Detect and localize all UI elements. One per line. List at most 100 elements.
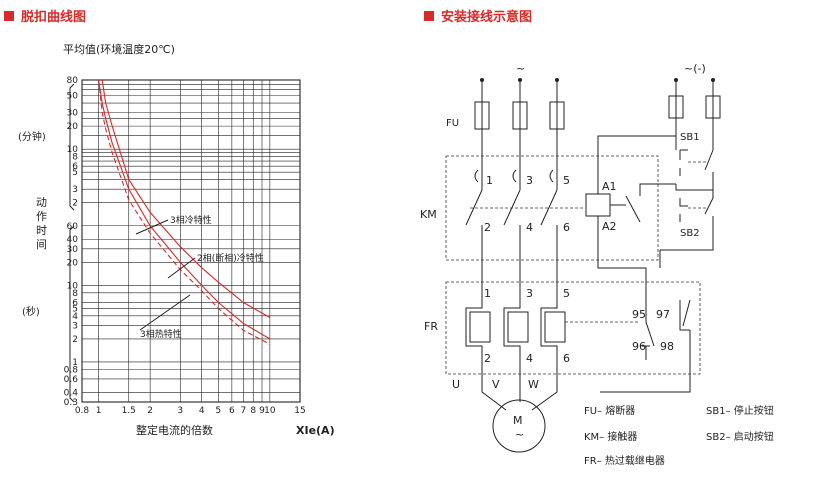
vertical-grid <box>81 80 301 402</box>
curve-series-3 <box>98 79 271 345</box>
y-tick-label-sec: 20 <box>67 258 79 268</box>
y-axis-label: 动 作 时 间 <box>36 196 47 251</box>
x-tick-label: 5 <box>215 406 221 416</box>
y-tick-label-min: 80 <box>67 76 79 86</box>
label-95: 95 <box>632 308 646 321</box>
x-tick-label: 4 <box>199 406 205 416</box>
km-main-contacts <box>465 129 584 300</box>
label-97: 97 <box>656 308 670 321</box>
x-tick-label: 3 <box>177 406 183 416</box>
label-a1: A1 <box>602 180 617 193</box>
km-aux-contact <box>610 183 676 223</box>
legend-sb1: SB1– 停止按钮 <box>706 404 774 417</box>
label-cold2: 2相(断相)冷特性 <box>197 252 264 264</box>
y-tick-label-min: 20 <box>67 122 79 132</box>
chart-subtitle: 平均值(环境温度20℃) <box>63 42 175 56</box>
x-tick-label: 15 <box>294 406 305 416</box>
leader-cold3 <box>135 219 169 235</box>
fr-t5: 5 <box>563 287 570 300</box>
x-axis-label: 整定电流的倍数 <box>136 423 213 437</box>
y-tick-label-sec: 10 <box>67 281 79 291</box>
title-marker-right <box>424 11 434 21</box>
fuses <box>474 80 721 130</box>
title-marker-left <box>4 11 14 21</box>
x-axis-unit: XIe(A) <box>296 424 335 437</box>
y-tick-label-sec: 4 <box>72 312 78 322</box>
legend-fr: FR– 热过载继电器 <box>584 454 665 467</box>
y-tick-label-sec: 3 <box>72 321 78 331</box>
left-title: 脱扣曲线图 <box>21 9 86 25</box>
leader-hot3 <box>139 294 191 331</box>
x-tick-label: 9 <box>259 406 265 416</box>
label-96: 96 <box>632 340 646 353</box>
leader-cold2 <box>167 257 196 279</box>
y-tick-label-sec: 5 <box>72 304 78 314</box>
fr-t4: 4 <box>526 352 533 365</box>
km-t3: 3 <box>526 174 533 187</box>
fr-heaters <box>465 300 640 354</box>
curve-series-1 <box>101 79 271 318</box>
fr-t2: 2 <box>484 352 491 365</box>
label-sb2: SB2 <box>680 228 700 239</box>
motor <box>492 399 546 453</box>
label-cold3: 3相冷特性 <box>170 214 212 226</box>
label-km: KM <box>420 208 437 221</box>
dc-symbol: ~(-) <box>684 62 706 75</box>
supply-terminals <box>480 78 715 82</box>
x-tick-label: 2 <box>147 406 153 416</box>
ylabel-char-3: 时 <box>36 224 47 237</box>
label-fu: FU <box>446 118 459 129</box>
y-tick-label-min: 6 <box>72 162 78 172</box>
ylabel-char-2: 作 <box>36 210 47 223</box>
x-tick-label: 1.5 <box>122 406 136 416</box>
label-u: U <box>452 378 460 391</box>
y-tick-label-sec: 6 <box>72 298 78 308</box>
unit-minutes: (分钟) <box>18 130 46 143</box>
unit-seconds: (秒) <box>22 305 40 318</box>
y-tick-label-sec: 30 <box>67 245 79 255</box>
y-tick-label-min: 5 <box>72 168 78 178</box>
right-title: 安装接线示意图 <box>441 9 532 25</box>
control-wiring <box>597 118 714 393</box>
x-tick-label: 7 <box>240 406 246 416</box>
y-tick-label-sec: 2 <box>72 335 78 345</box>
y-tick-label-sec: 0.8 <box>64 365 79 375</box>
curves <box>98 79 271 345</box>
x-tick-label: 8 <box>250 406 256 416</box>
motor-wiring <box>481 354 558 411</box>
label-sb1: SB1 <box>680 132 700 143</box>
label-a2: A2 <box>602 220 617 233</box>
y-tick-label-min: 10 <box>67 145 79 155</box>
y-tick-label-sec: 0.4 <box>64 388 79 398</box>
fr-aux-contacts <box>642 300 655 360</box>
km-t6: 6 <box>563 221 570 234</box>
plot-frame <box>81 79 301 403</box>
x-tick-label: 6 <box>229 406 235 416</box>
km-t4: 4 <box>526 221 533 234</box>
km-box <box>445 155 659 261</box>
y-tick-label-sec: 8 <box>72 289 78 299</box>
curve-series-2 <box>98 79 271 340</box>
motor-tilde: ~ <box>515 428 524 441</box>
y-tick-label-min: 3 <box>72 185 78 195</box>
ylabel-char-1: 动 <box>36 196 47 209</box>
x-tick-label: 1 <box>96 406 102 416</box>
brace-seconds <box>69 225 75 403</box>
y-tick-label-min: 2 <box>72 199 78 209</box>
label-hot3: 3相热特性 <box>140 328 182 340</box>
km-t2: 2 <box>484 221 491 234</box>
fr-box <box>445 281 701 375</box>
label-98: 98 <box>660 340 674 353</box>
horizontal-grid <box>82 79 300 403</box>
fr-t1: 1 <box>484 287 491 300</box>
y-tick-label-min: 8 <box>72 153 78 163</box>
legend-fu: FU– 熔断器 <box>584 404 635 417</box>
y-tick-label-sec: 60 <box>67 222 79 232</box>
km-coil <box>585 193 611 217</box>
fr-t6: 6 <box>563 352 570 365</box>
y-tick-label-min: 30 <box>67 109 79 119</box>
